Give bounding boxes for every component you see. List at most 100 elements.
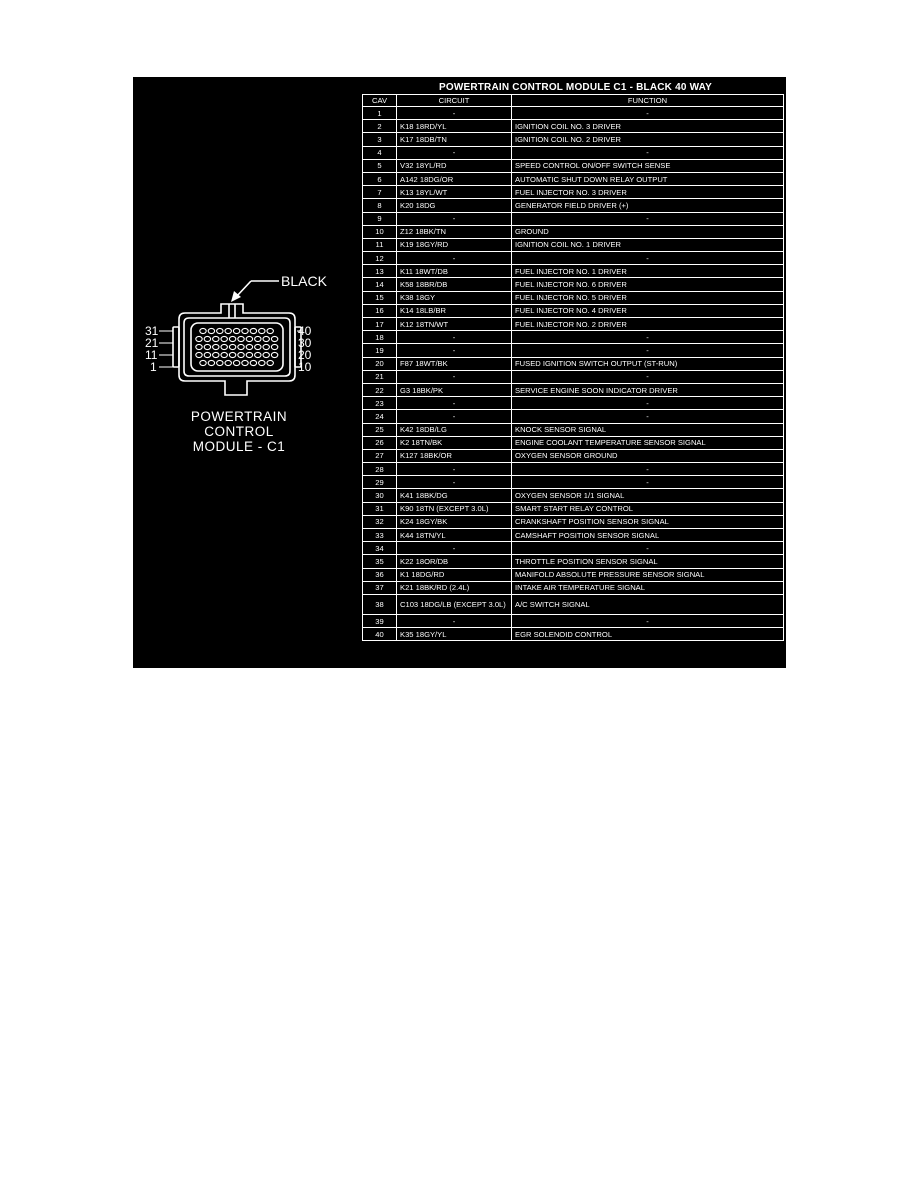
cell-circuit: -	[396, 251, 512, 266]
right-pin-label: 20	[298, 348, 312, 362]
pin-cavity	[207, 359, 216, 367]
cell-cav: 28	[362, 462, 397, 477]
left-pin-label: 1	[150, 360, 157, 374]
cell-circuit: -	[396, 211, 512, 226]
cell-circuit: K44 18TN/YL	[396, 527, 512, 543]
cell-cav: 21	[362, 369, 397, 384]
cell-function: FUEL INJECTOR NO. 5 DRIVER	[511, 290, 784, 305]
cell-function: -	[511, 369, 784, 384]
cell-function: SERVICE ENGINE SOON INDICATOR DRIVER	[511, 382, 784, 398]
cell-cav: 29	[362, 475, 397, 490]
cell-function: -	[511, 145, 784, 160]
cell-function: CRANKSHAFT POSITION SENSOR SIGNAL	[511, 514, 784, 530]
cell-cav: 4	[362, 145, 397, 160]
left-pin-label: 21	[145, 336, 159, 350]
cell-cav: 30	[362, 488, 397, 503]
cell-cav: 8	[362, 198, 397, 213]
cell-cav: 33	[362, 527, 397, 543]
pin-cavity	[212, 351, 220, 359]
pin-cavity	[224, 359, 232, 367]
pin-cavity	[262, 343, 270, 351]
cell-function: OXYGEN SENSOR GROUND	[511, 448, 784, 464]
cell-function: -	[511, 396, 784, 411]
cell-cav: 24	[362, 409, 397, 424]
table-row: 21--	[362, 369, 784, 384]
table-row: 4--	[362, 145, 784, 160]
pin-cavity	[266, 359, 274, 367]
cell-circuit: K19 18GY/RD	[396, 237, 512, 253]
pinout-table-container: POWERTRAIN CONTROL MODULE C1 - BLACK 40 …	[362, 81, 784, 642]
table-row: 29--	[362, 475, 784, 490]
cell-function: IGNITION COIL NO. 2 DRIVER	[511, 132, 784, 147]
cell-circuit: -	[396, 343, 512, 358]
pin-cavity	[241, 327, 249, 335]
cell-function: -	[511, 251, 784, 266]
cell-circuit: K20 18DG	[396, 198, 512, 213]
cell-cav: 23	[362, 396, 397, 411]
pin-cavity	[270, 351, 279, 359]
cell-function: GENERATOR FIELD DRIVER (+)	[511, 198, 784, 213]
cell-cav: 2	[362, 119, 397, 134]
cell-function: FUSED IGNITION SWITCH OUTPUT (ST-RUN)	[511, 356, 784, 371]
cell-cav: 11	[362, 237, 397, 253]
pin-cavity	[266, 327, 274, 335]
header-function: FUNCTION	[511, 94, 784, 107]
cell-cav: 17	[362, 316, 397, 332]
cell-circuit: K21 18BK/RD (2.4L)	[396, 580, 512, 595]
pin-cavity	[199, 327, 207, 335]
pin-cavity	[237, 335, 245, 343]
cell-function: FUEL INJECTOR NO. 1 DRIVER	[511, 264, 784, 279]
cell-cav: 31	[362, 501, 397, 516]
cell-circuit: G3 18BK/PK	[396, 382, 512, 398]
pin-cavity	[228, 343, 237, 351]
pin-cavity	[228, 351, 237, 359]
cell-cav: 38	[362, 593, 397, 615]
pin-cavity	[249, 359, 258, 367]
left-pin-label: 31	[145, 324, 159, 338]
pin-cavity	[203, 351, 212, 359]
cell-cav: 34	[362, 541, 397, 556]
cell-circuit: K14 18LB/BR	[396, 303, 512, 319]
pin-cavity	[232, 327, 241, 335]
pin-cavity	[216, 327, 224, 335]
table-row: 39--	[362, 613, 784, 629]
cell-function: SPEED CONTROL ON/OFF SWITCH SENSE	[511, 158, 784, 173]
cell-circuit: K12 18TN/WT	[396, 316, 512, 332]
cell-cav: 15	[362, 290, 397, 305]
cell-circuit: K90 18TN (EXCEPT 3.0L)	[396, 501, 512, 516]
cell-cav: 40	[362, 627, 397, 642]
cell-circuit: K22 18OR/DB	[396, 554, 512, 569]
cell-circuit: -	[396, 409, 512, 424]
cell-circuit: K17 18DB/TN	[396, 132, 512, 147]
cell-cav: 27	[362, 448, 397, 464]
pin-cavity	[228, 335, 237, 343]
pin-cavity	[220, 343, 228, 351]
pin-cavity	[270, 343, 279, 351]
pin-cavity	[203, 343, 212, 351]
pin-cavity	[220, 335, 228, 343]
cell-circuit: -	[396, 330, 512, 345]
cell-cav: 19	[362, 343, 397, 358]
table-row: 34--	[362, 541, 784, 556]
cell-cav: 25	[362, 422, 397, 437]
table-row: 24--	[362, 409, 784, 424]
right-pin-label: 30	[298, 336, 312, 350]
cell-function: -	[511, 330, 784, 345]
pin-cavity	[245, 335, 254, 343]
table-header-row: CAV CIRCUIT FUNCTION	[362, 94, 784, 107]
pin-cavity	[212, 335, 220, 343]
pin-cavity	[195, 335, 203, 343]
table-title: POWERTRAIN CONTROL MODULE C1 - BLACK 40 …	[438, 82, 713, 93]
